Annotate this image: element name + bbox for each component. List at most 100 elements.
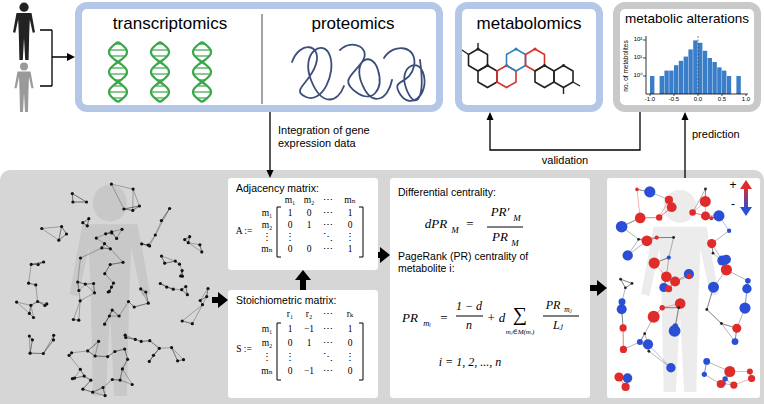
network-link <box>85 284 94 293</box>
metabolomics-box: metabolomics <box>455 2 603 112</box>
network-node <box>115 237 118 240</box>
network-link <box>119 302 128 316</box>
network-node <box>103 272 106 275</box>
network-link <box>165 261 176 263</box>
arrow-head <box>267 170 274 178</box>
network-node <box>108 314 111 317</box>
network-node <box>182 358 185 361</box>
network-node <box>200 250 203 253</box>
matrix-entry: ⋯ <box>323 309 333 320</box>
network-node <box>673 323 678 328</box>
network-node <box>616 221 628 233</box>
network-node <box>727 229 731 233</box>
matrix-entry: ⋯ <box>323 208 333 219</box>
matrix-entry: m₂ <box>262 220 273 231</box>
protein-icon <box>384 48 425 101</box>
axis-label: -0.5 <box>669 96 679 103</box>
node-text: proteomics <box>311 14 394 34</box>
histogram-bar <box>679 61 683 94</box>
network-node <box>28 312 31 315</box>
network-link <box>110 249 123 262</box>
network-node <box>188 235 191 238</box>
axis-label: 0.5 <box>718 96 726 103</box>
network-node <box>702 372 707 377</box>
network-node <box>159 282 162 285</box>
matrix-entry: 1 <box>348 208 353 219</box>
network-node <box>689 209 696 216</box>
node-text: Adjacency matrix: <box>236 182 319 194</box>
network-node <box>77 289 80 292</box>
axis-label: 10² <box>634 36 643 43</box>
network-node <box>631 282 634 285</box>
network-node <box>748 375 755 382</box>
arrow-head <box>740 180 752 189</box>
axis-label: -1.0 <box>645 96 655 103</box>
network-node <box>138 204 141 207</box>
network-node <box>104 232 107 235</box>
network-node <box>93 291 96 294</box>
dna-rung <box>153 55 168 56</box>
network-link <box>36 285 38 302</box>
connector <box>487 112 641 150</box>
atom <box>562 64 565 67</box>
matrix-entry: ⋯ <box>323 220 333 231</box>
network-node <box>120 228 123 231</box>
network-node <box>123 348 126 351</box>
node-text: metabolic alterations <box>625 11 749 27</box>
network-node <box>37 263 40 266</box>
network-node <box>666 363 675 372</box>
network-node <box>165 286 168 289</box>
network-node <box>635 213 646 224</box>
matrix-box: Adjacency matrix: <box>228 178 378 270</box>
network-node <box>134 338 137 341</box>
node-text: Differential centrality: <box>398 186 496 198</box>
atom <box>514 47 517 50</box>
network-node <box>168 207 171 210</box>
matrix-entry: ⋯ <box>323 244 333 255</box>
network-node <box>704 188 707 191</box>
network-node <box>648 311 660 323</box>
network-link <box>95 356 108 358</box>
connector-line <box>300 279 306 290</box>
formula-text: mᵢ <box>423 319 430 329</box>
network-node <box>720 322 723 325</box>
network-node <box>675 298 686 309</box>
network-link <box>43 340 53 354</box>
network-link <box>110 262 123 264</box>
connector-line <box>590 285 598 291</box>
network-node <box>147 302 150 305</box>
network-link <box>69 355 80 369</box>
network-node <box>65 232 68 235</box>
network-link <box>95 356 108 358</box>
axis-ticks <box>643 40 746 96</box>
network-node <box>656 214 662 220</box>
formula-text: PR <box>492 230 508 245</box>
network-link <box>81 248 102 258</box>
network-node <box>181 275 184 278</box>
network-node <box>101 386 104 389</box>
dna-strand <box>151 42 169 102</box>
network-node <box>111 378 114 381</box>
arrow-head <box>682 112 689 120</box>
histogram-bar <box>717 67 721 94</box>
ring-bond <box>478 66 497 88</box>
network-node <box>724 366 735 377</box>
network-node <box>91 391 94 394</box>
network-link <box>42 229 59 241</box>
network-node <box>174 260 177 263</box>
network-node <box>103 323 106 326</box>
network-node <box>705 308 708 311</box>
protein-icon <box>340 45 392 99</box>
atom <box>486 64 489 67</box>
network-node <box>617 304 627 314</box>
dna-rung <box>109 91 127 92</box>
matrix-entry: m₂ <box>304 195 315 206</box>
network-node <box>205 295 208 298</box>
network-node <box>667 202 677 212</box>
network-node <box>199 299 202 302</box>
network-link <box>111 184 124 209</box>
molecule <box>462 43 580 94</box>
network-node <box>34 283 37 286</box>
network-link <box>95 341 99 356</box>
network-node <box>29 304 32 307</box>
